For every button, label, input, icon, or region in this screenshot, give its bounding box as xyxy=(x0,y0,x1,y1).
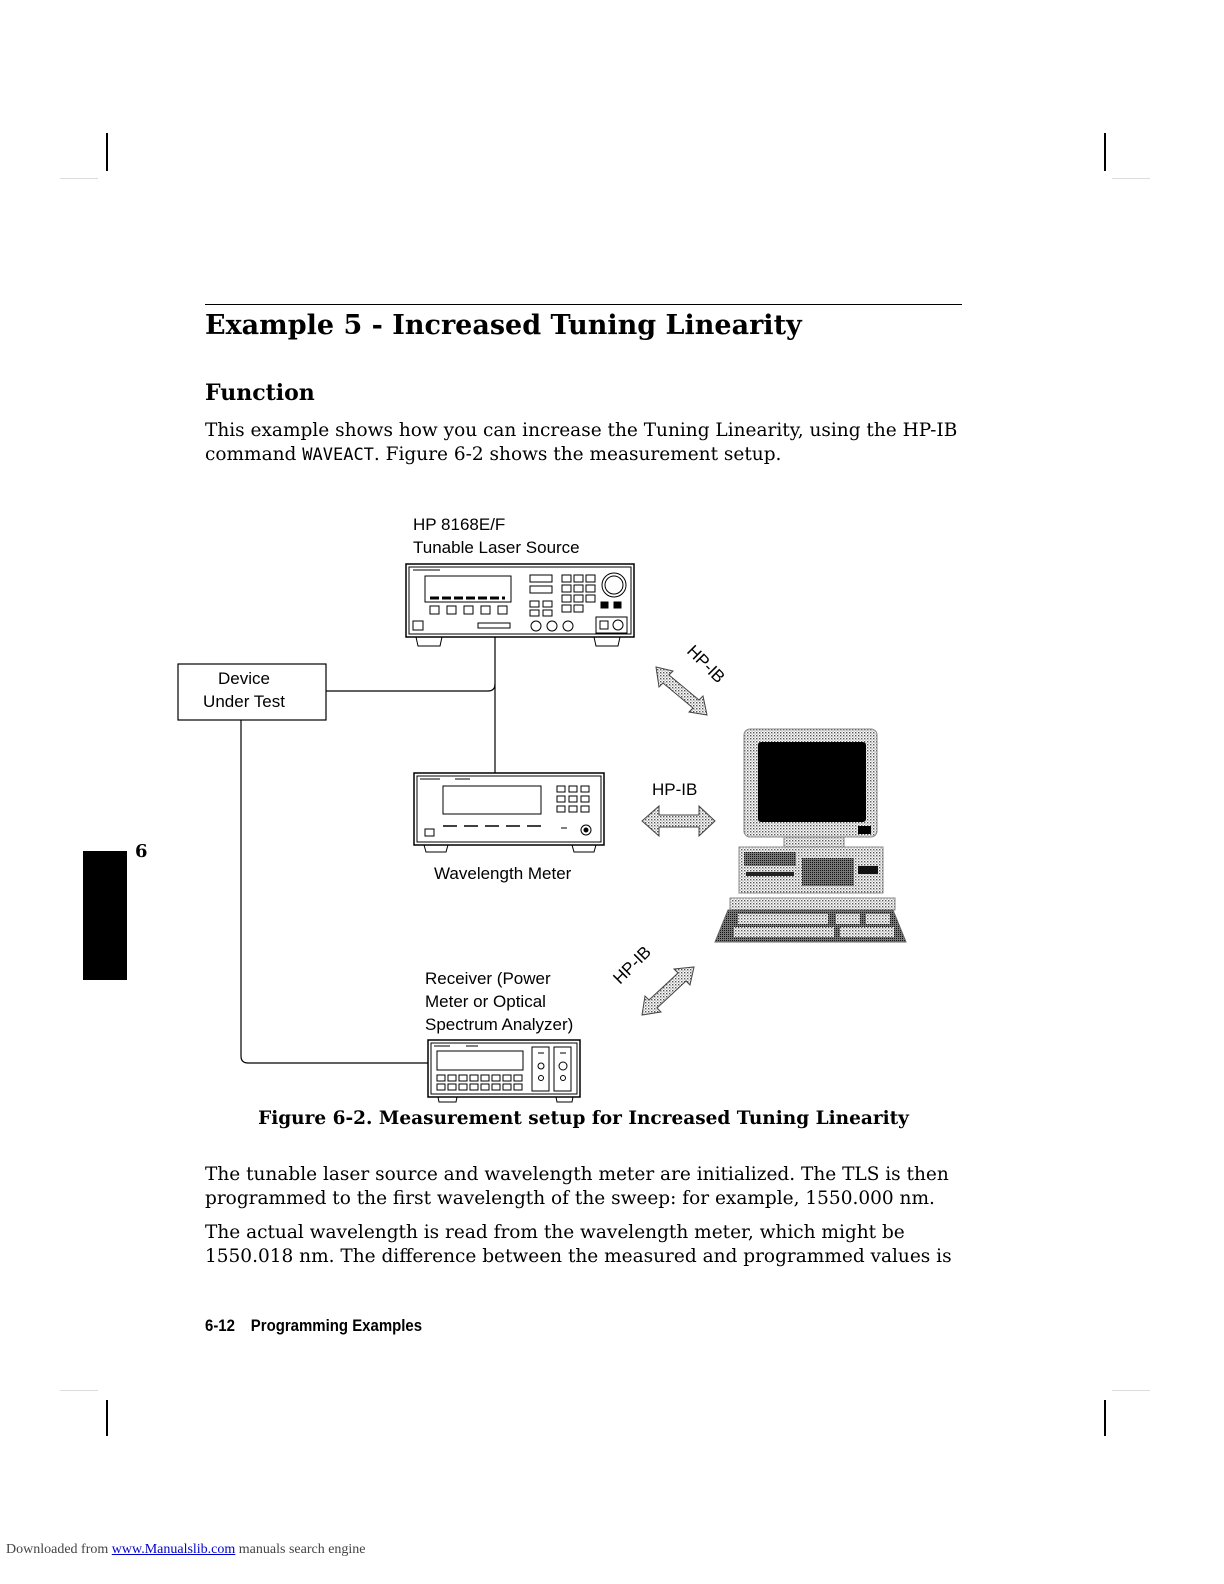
function-heading: Function xyxy=(205,380,315,406)
tls-name-label: Tunable Laser Source xyxy=(413,538,580,557)
hpib-label-bottom: HP-IB xyxy=(609,942,654,987)
chapter-tab xyxy=(83,851,127,980)
body-paragraph-2: The actual wavelength is read from the w… xyxy=(205,1222,952,1267)
wavelength-meter-icon xyxy=(413,772,605,853)
intro-paragraph: This example shows how you can increase … xyxy=(205,419,975,467)
hpib-label-middle: HP-IB xyxy=(652,780,697,799)
intro-text-before: This example shows how you can increase … xyxy=(205,420,958,465)
fiber-connection xyxy=(240,637,496,1064)
crop-mark xyxy=(106,133,108,171)
command-name: WAVEACT xyxy=(302,445,374,465)
crop-mark xyxy=(1112,178,1150,179)
dut-label-line2: Under Test xyxy=(203,692,285,711)
chapter-tab-number: 6 xyxy=(135,841,148,862)
receiver-label-line1: Receiver (Power xyxy=(425,969,551,988)
section-title: Example 5 - Increased Tuning Linearity xyxy=(205,310,802,341)
dut-label-line1: Device xyxy=(218,669,270,688)
crop-mark xyxy=(1104,133,1106,171)
page-number: 6-12 xyxy=(205,1316,235,1335)
crop-mark xyxy=(106,1400,108,1436)
intro-text-after: . Figure 6-2 shows the measurement setup… xyxy=(373,444,782,465)
hpib-arrow-top xyxy=(655,666,708,716)
body-paragraph-1: The tunable laser source and wavelength … xyxy=(205,1164,949,1209)
tunable-laser-source-icon xyxy=(405,563,635,647)
crop-mark xyxy=(1112,1390,1150,1391)
section-rule xyxy=(205,304,962,305)
receiver-label-line3: Spectrum Analyzer) xyxy=(425,1015,573,1034)
computer-icon xyxy=(714,728,907,943)
dut-box xyxy=(177,663,327,721)
figure-caption: Figure 6-2. Measurement setup for Increa… xyxy=(258,1108,909,1129)
download-suffix: manuals search engine xyxy=(235,1542,366,1557)
wavelength-meter-label: Wavelength Meter xyxy=(434,864,572,883)
footer-chapter-title: Programming Examples xyxy=(250,1316,423,1335)
receiver-instrument-icon xyxy=(427,1039,581,1103)
crop-mark xyxy=(60,178,98,179)
download-prefix: Downloaded from xyxy=(6,1542,112,1557)
hpib-label-top: HP-IB xyxy=(683,641,728,686)
crop-mark xyxy=(60,1390,98,1391)
receiver-label-line2: Meter or Optical xyxy=(425,992,546,1011)
hpib-arrow-bottom xyxy=(641,966,695,1016)
hpib-arrow-middle xyxy=(641,804,716,838)
manualslib-link[interactable]: www.Manualslib.com xyxy=(111,1542,236,1557)
page-footer: 6-12 Programming Examples xyxy=(205,1316,422,1336)
download-note: Downloaded from www.Manualslib.com manua… xyxy=(6,1542,366,1558)
tls-model-label: HP 8168E/F xyxy=(413,515,505,534)
crop-mark xyxy=(1104,1400,1106,1436)
